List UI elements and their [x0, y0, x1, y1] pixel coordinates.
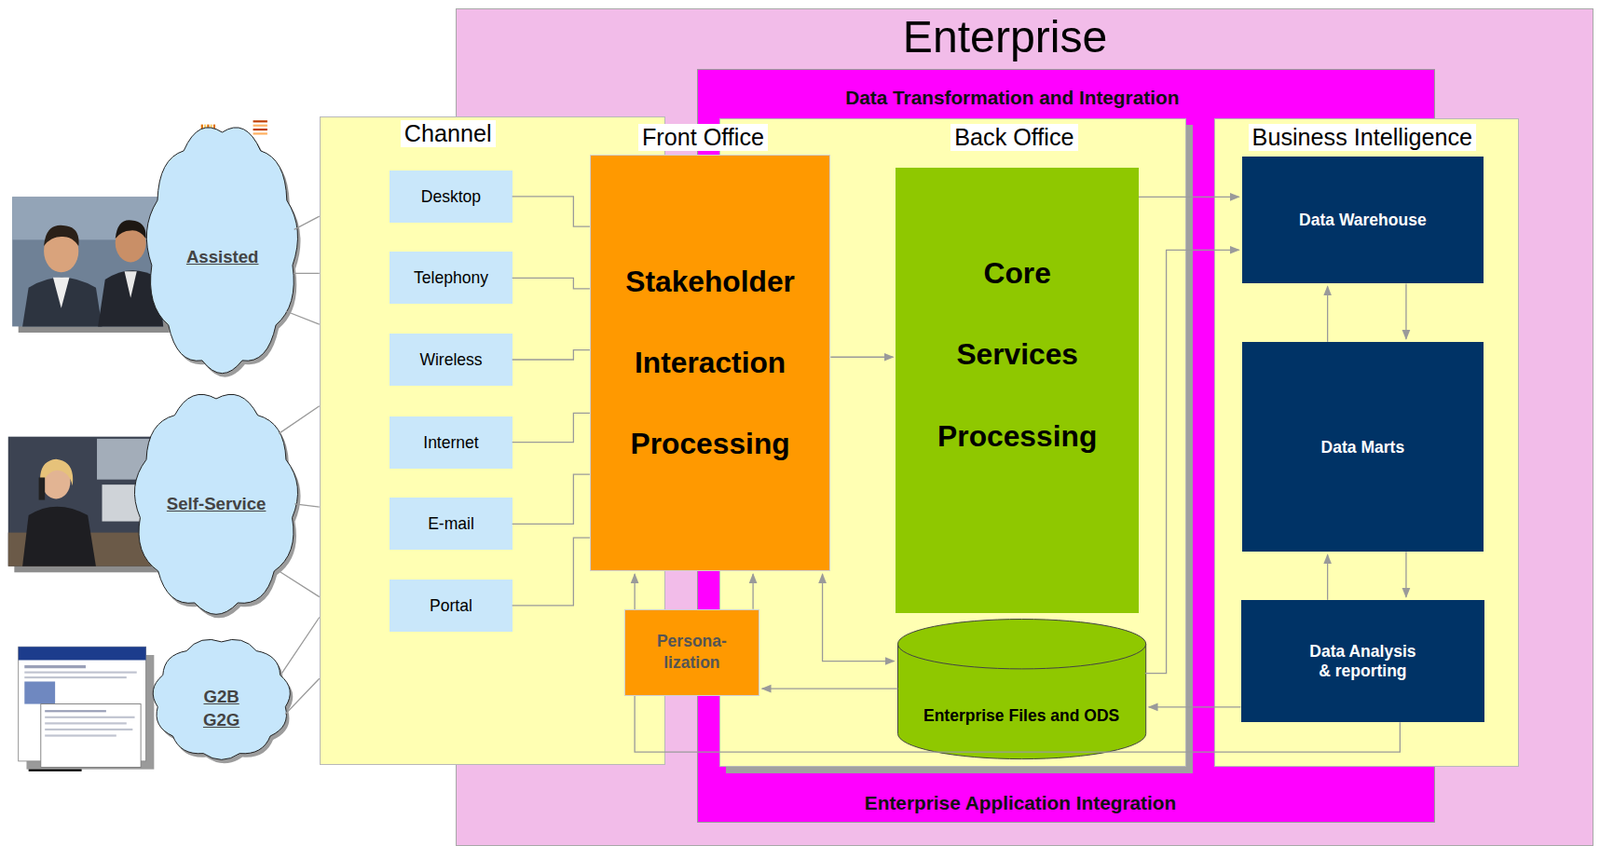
connector	[752, 574, 753, 610]
text-line	[44, 710, 107, 712]
connector	[1326, 554, 1328, 600]
node-text: Wireless	[419, 350, 482, 370]
stripe	[253, 124, 268, 127]
node-text: Data Analysis & reporting	[1305, 642, 1421, 680]
bi-panel: Business IntelligenceData WarehouseData …	[1214, 118, 1519, 767]
connector	[1405, 551, 1407, 597]
text-line	[44, 722, 127, 725]
photo-web-pages	[18, 646, 155, 772]
channel-item: Desktop	[389, 170, 512, 223]
node-text: Assisted	[186, 246, 260, 267]
process-box: Persona- lization	[624, 609, 760, 697]
data-box: Data Warehouse	[1242, 156, 1485, 285]
connector	[512, 350, 590, 360]
text-line	[24, 676, 127, 679]
channel-item: E-mail	[389, 497, 512, 550]
node-text: Data Warehouse	[1299, 210, 1427, 230]
photo-businessmen	[12, 196, 170, 333]
node-text: Data Marts	[1321, 437, 1406, 457]
phone	[39, 477, 46, 500]
stripe	[253, 132, 268, 135]
web-page	[41, 704, 141, 768]
photo-ground	[12, 196, 164, 327]
node-text: Portal	[429, 596, 473, 616]
data-box: Data Analysis & reporting	[1241, 600, 1486, 723]
stripe-icon	[253, 120, 268, 135]
connector	[512, 412, 590, 442]
channel-cloud: Assisted	[142, 120, 302, 378]
node-text: Enterprise	[902, 11, 1108, 63]
connector	[1405, 283, 1407, 339]
hair	[115, 219, 147, 239]
data-box: Data Marts	[1242, 341, 1485, 553]
node-text: G2B G2G	[198, 684, 244, 732]
channel-cloud: G2B G2G	[149, 634, 294, 764]
channel-cloud: Self-Service	[130, 387, 302, 618]
node-text: Business Intelligence	[1248, 123, 1477, 151]
connector	[278, 406, 319, 598]
channel-item: Wireless	[389, 333, 512, 386]
connector	[822, 574, 895, 661]
node-text: Data Transformation and Integration	[845, 86, 1179, 110]
shirt	[53, 277, 70, 309]
stripe	[253, 120, 268, 123]
connector	[1148, 706, 1242, 708]
node-text: Telephony	[413, 268, 489, 288]
hair	[43, 225, 79, 247]
text-line	[44, 716, 135, 719]
cylinder-top	[897, 618, 1146, 669]
page-header	[18, 646, 147, 660]
connector	[512, 474, 590, 524]
node-text: E-mail	[427, 514, 475, 534]
node-text: Persona- lization	[651, 630, 734, 675]
text-line	[44, 728, 133, 731]
node-text: Back Office	[950, 123, 1078, 151]
shirt	[124, 271, 137, 298]
connector	[1145, 249, 1240, 673]
hair	[40, 459, 73, 489]
connector	[512, 277, 590, 288]
body	[22, 506, 96, 567]
node-text: Channel	[400, 120, 496, 148]
process-box: Stakeholder Interaction Processing	[589, 154, 831, 572]
node-text: Internet	[423, 433, 479, 452]
cloud-shape	[152, 639, 290, 760]
photo-ground	[8, 437, 153, 567]
text-line	[24, 665, 86, 669]
connector	[762, 687, 899, 689]
node-text: Enterprise Files and ODS	[923, 706, 1120, 725]
connector	[286, 216, 320, 325]
channel-item: Internet	[389, 416, 512, 469]
node-text: Desktop	[421, 187, 481, 206]
process-box: Core Services Processing	[895, 167, 1139, 615]
connector	[512, 196, 590, 227]
connector	[512, 537, 590, 606]
node-text: Stakeholder Interaction Processing	[618, 241, 803, 486]
connector	[830, 356, 893, 358]
text-line	[44, 734, 117, 737]
cylinder-outline	[897, 618, 1147, 760]
data-store: Enterprise Files and ODS	[897, 618, 1147, 760]
text-line	[24, 671, 137, 674]
channel-item: Portal	[389, 579, 512, 632]
cloud-shape	[135, 394, 299, 615]
node-text: Front Office	[638, 123, 768, 151]
connector	[1138, 196, 1240, 198]
node-text: Enterprise Application Integration	[864, 792, 1177, 815]
page-image	[24, 681, 55, 704]
stripe	[253, 128, 268, 131]
suit	[22, 277, 102, 328]
node-text: Self-Service	[166, 493, 267, 514]
connector	[634, 574, 1400, 753]
channel-item: Telephony	[389, 251, 512, 304]
node-text: Core Services Processing	[925, 232, 1109, 478]
cloud-shape	[147, 127, 299, 374]
connector	[281, 616, 319, 714]
connector	[1326, 286, 1328, 342]
